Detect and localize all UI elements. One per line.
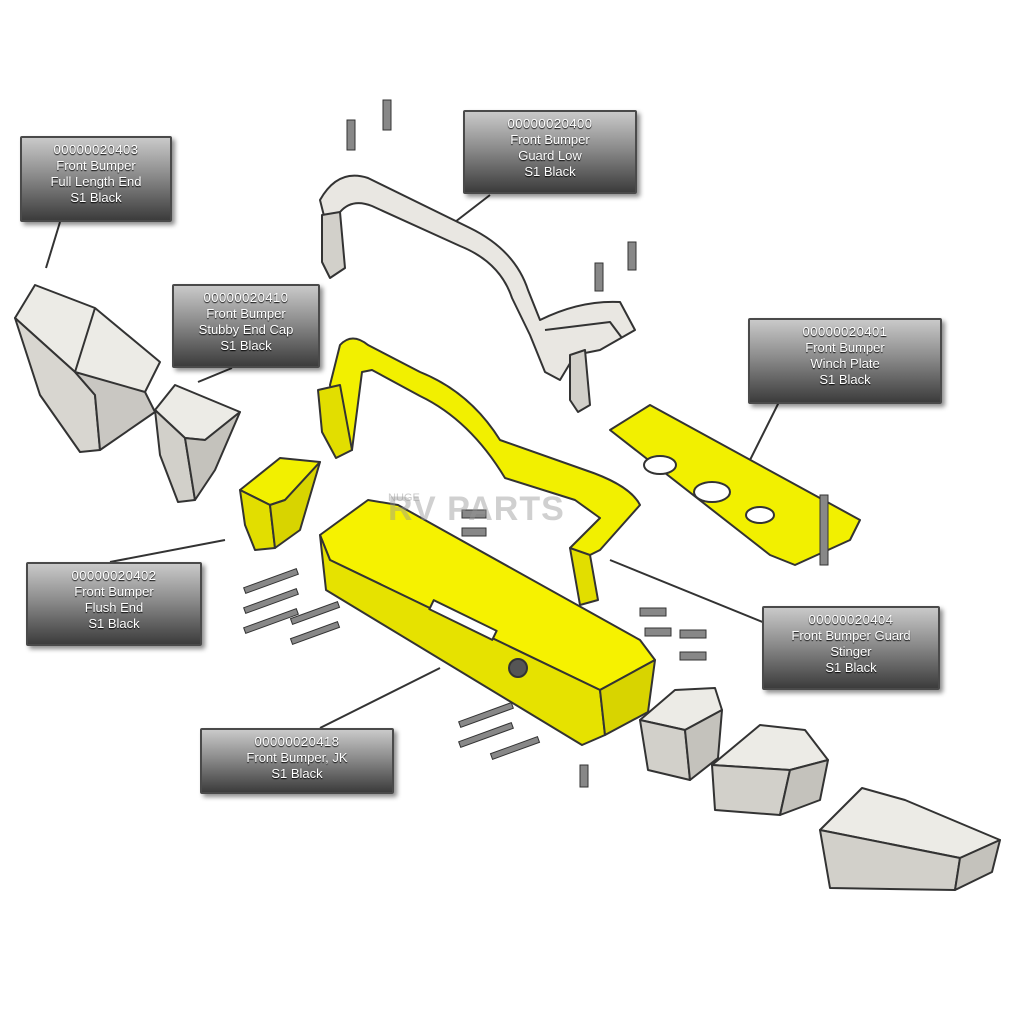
bolt-left-1 (243, 567, 299, 595)
bolt-right-3 (679, 629, 707, 639)
bolt-guard-low-3 (594, 262, 604, 292)
leader-winch-plate (744, 399, 781, 471)
bolt-center-1 (461, 509, 487, 519)
end-cap-large-part (819, 787, 1001, 891)
guard-stinger-part (317, 337, 641, 606)
part-number: 00000020400 (507, 116, 593, 131)
watermark: RV PARTS (388, 490, 565, 528)
leader-guard-stinger (609, 559, 771, 626)
part-finish: S1 Black (70, 190, 122, 205)
part-number: 00000020410 (203, 290, 289, 305)
part-finish: S1 Black (271, 766, 323, 781)
bolt-left-4 (289, 600, 341, 626)
callout-guard-stinger: 00000020404 Front Bumper Guard Stinger S… (762, 606, 940, 690)
hardware-bolts (243, 99, 829, 788)
leader-bumper-jk (319, 667, 441, 729)
callout-flush-end: 00000020402 Front Bumper Flush End S1 Bl… (26, 562, 202, 646)
callout-winch-plate: 00000020401 Front Bumper Winch Plate S1 … (748, 318, 942, 404)
leader-full-length-end (45, 221, 61, 269)
bolt-guard-low-4 (627, 241, 637, 271)
bolt-bottom-2 (458, 721, 514, 749)
front-bumper-jk-part (319, 499, 656, 746)
end-cap-medium-part (711, 724, 829, 816)
bolt-bottom-3 (489, 735, 541, 761)
part-line-1: Front Bumper (74, 584, 154, 599)
full-length-end-part (14, 284, 161, 453)
part-line-2: Flush End (84, 600, 144, 615)
part-number: 00000020401 (802, 324, 888, 339)
end-cap-small-part (639, 687, 723, 781)
part-finish: S1 Black (220, 338, 272, 353)
callout-stubby-end-cap: 00000020410 Front Bumper Stubby End Cap … (172, 284, 320, 368)
leader-lines (45, 194, 781, 729)
leader-guard-low (454, 194, 491, 223)
winch-plate-part (609, 404, 861, 566)
watermark-small-text: NUGE (388, 492, 420, 504)
leader-flush-end (109, 539, 226, 563)
part-number: 00000020403 (53, 142, 139, 157)
part-finish: S1 Black (88, 616, 140, 631)
bolt-guard-low-2 (382, 99, 392, 131)
guard-low-part (319, 174, 636, 413)
bolt-left-2 (243, 587, 299, 615)
bolt-right-4 (679, 651, 707, 661)
bolt-right-2 (644, 627, 672, 637)
part-line-1: Front Bumper Guard (791, 628, 911, 643)
callout-bumper-jk: 00000020418 Front Bumper, JK S1 Black (200, 728, 394, 794)
part-number: 00000020418 (254, 734, 340, 749)
bolt-bottom-1 (458, 701, 514, 729)
part-line-2: Guard Low (518, 148, 582, 163)
bolt-left-5 (289, 620, 341, 646)
part-line-1: Front Bumper (805, 340, 885, 355)
bolt-center-2 (461, 527, 487, 537)
bolt-guard-low-1 (346, 119, 356, 151)
stubby-end-cap-part (154, 384, 241, 503)
part-line-1: Front Bumper (510, 132, 590, 147)
bolt-right-1 (639, 607, 667, 617)
leader-stubby-end-cap (197, 367, 233, 383)
bolt-winch-plate (819, 494, 829, 566)
part-line-2: Stinger (830, 644, 872, 659)
part-number: 00000020404 (808, 612, 894, 627)
flush-end-part (239, 457, 321, 551)
part-finish: S1 Black (819, 372, 871, 387)
bolt-left-3 (243, 607, 299, 635)
part-line-1: Front Bumper (56, 158, 136, 173)
part-line-1: Front Bumper, JK (246, 750, 348, 765)
callout-full-length-end: 00000020403 Front Bumper Full Length End… (20, 136, 172, 222)
part-finish: S1 Black (524, 164, 576, 179)
part-line-1: Front Bumper (206, 306, 286, 321)
part-line-2: Stubby End Cap (198, 322, 294, 337)
callout-guard-low: 00000020400 Front Bumper Guard Low S1 Bl… (463, 110, 637, 194)
part-finish: S1 Black (825, 660, 877, 675)
part-line-2: Winch Plate (810, 356, 880, 371)
part-number: 00000020402 (71, 568, 157, 583)
part-line-2: Full Length End (50, 174, 142, 189)
bolt-bottom-4 (579, 764, 589, 788)
